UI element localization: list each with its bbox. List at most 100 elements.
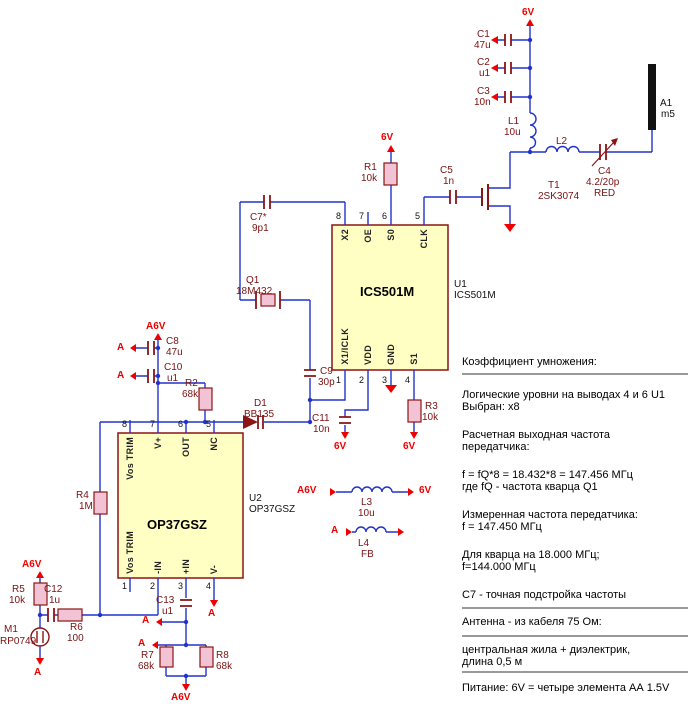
label-c9-ref: C9 xyxy=(320,366,333,377)
u2-pin6-label: OUT xyxy=(181,437,191,457)
label-r8-ref: R8 xyxy=(216,650,229,661)
note-line-13: Антенна - из кабеля 75 Ом: xyxy=(462,616,602,628)
arrow-a-u2pin4 xyxy=(210,600,218,607)
label-a1-val: m5 xyxy=(661,109,675,120)
arrow-a6v-bot xyxy=(182,684,190,691)
u1-pin5-number: 5 xyxy=(415,211,421,221)
resistor-r3 xyxy=(407,399,422,423)
label-c12-ref: C12 xyxy=(44,584,63,595)
resistors xyxy=(33,162,422,668)
note-line-14: центральная жила + диэлектрик, xyxy=(462,644,631,656)
label-u1-ref: U1 xyxy=(454,279,467,290)
ground-u1-gnd xyxy=(385,385,397,393)
label-l2-ref: L2 xyxy=(556,136,568,147)
note-line-1: Коэффициент умножения: xyxy=(462,356,597,368)
label-d1-ref: D1 xyxy=(254,398,267,409)
u1-pin8-label: X2 xyxy=(340,229,350,241)
label-r3-ref: R3 xyxy=(425,401,438,412)
label-m1-ref: M1 xyxy=(4,624,18,635)
label-c11-ref: C11 xyxy=(312,413,330,424)
label-c13-val: u1 xyxy=(162,606,174,617)
label-u2-ref: U2 xyxy=(249,493,262,504)
u2-pin5-label: NC xyxy=(209,437,219,451)
label-r1-val: 10k xyxy=(361,173,378,184)
u1-pin4-label: S1 xyxy=(409,353,419,365)
label-d1-val: BB135 xyxy=(244,409,275,420)
capacitors xyxy=(47,34,618,622)
label-r7-ref: R7 xyxy=(141,650,154,661)
arrow-6v-r3 xyxy=(410,432,418,439)
arrow-a6v-r5 xyxy=(36,571,44,578)
note-line-11: f=144.000 МГц xyxy=(462,561,536,573)
inductor-l2 xyxy=(545,145,580,153)
capacitor-c1 xyxy=(504,34,512,46)
capacitor-c12 xyxy=(47,608,55,622)
junction-dots xyxy=(37,37,533,679)
label-c13-ref: C13 xyxy=(156,595,175,606)
crystal-q1 xyxy=(255,291,281,309)
u1-pin3-label: GND xyxy=(386,344,396,365)
capacitor-c13 xyxy=(180,599,192,607)
u2-pin7-label: V+ xyxy=(153,437,163,449)
capacitor-c2 xyxy=(504,62,512,74)
label-c7-val: 9p1 xyxy=(252,223,269,234)
ground-c1 xyxy=(491,36,498,44)
label-c8-val: 47u xyxy=(166,347,183,358)
resistor-r6 xyxy=(57,608,83,622)
label-c8-ref: C8 xyxy=(166,336,179,347)
resistor-r4 xyxy=(93,491,108,515)
capacitor-c3 xyxy=(504,91,512,103)
u2-pin5-number: 5 xyxy=(206,419,212,429)
u2-pin3-label: +IN xyxy=(181,558,191,574)
label-r4-val: 1M xyxy=(79,501,93,512)
note-line-16: Питание: 6V = четыре элемента АА 1.5V xyxy=(462,682,670,694)
inductors xyxy=(351,112,580,533)
u2-pin8-label: Vos TRIM xyxy=(125,437,135,480)
arrow-a6v-rail xyxy=(154,333,162,340)
note-line-2: Логические уровни на выводах 4 и 6 U1 xyxy=(462,389,666,401)
label-r3-val: 10k xyxy=(422,412,439,423)
net-label-6v-r1: 6V xyxy=(381,132,394,143)
label-l1-ref: L1 xyxy=(508,116,520,127)
u2-pin1-number: 1 xyxy=(122,581,128,591)
label-c4-note: RED xyxy=(594,188,616,199)
net-label-a-c13: A xyxy=(142,615,150,626)
net-label-a6v-bot: A6V xyxy=(171,692,191,703)
label-l4-val: FB xyxy=(361,549,374,560)
label-c4-val: 4.2/20p xyxy=(586,177,620,188)
arrow-6v-c11 xyxy=(341,432,349,439)
resistor-r5 xyxy=(33,582,48,606)
label-l4-ref: L4 xyxy=(358,538,370,549)
label-l1-val: 10u xyxy=(504,127,521,138)
ground-c2 xyxy=(491,64,498,72)
label-c10-val: u1 xyxy=(167,373,179,384)
label-u2-name: OP37GSZ xyxy=(249,504,296,515)
label-c2-val: u1 xyxy=(479,68,491,79)
net-label-6v-l3: 6V xyxy=(419,485,432,496)
label-r5-ref: R5 xyxy=(12,584,25,595)
label-c12-val: 1u xyxy=(49,595,61,606)
u1-pin5-label: CLK xyxy=(419,229,429,249)
label-c9-val: 30p xyxy=(318,377,335,388)
ic-u2-box xyxy=(117,432,244,579)
net-label-a-u2pin4: A xyxy=(208,608,216,619)
capacitor-c5 xyxy=(449,190,457,204)
ground-t1 xyxy=(504,224,516,232)
inductor-l4 xyxy=(355,526,387,533)
label-c5-val: 1n xyxy=(443,176,455,187)
arrow-6v-l3 xyxy=(408,488,414,496)
u2-pin6-number: 6 xyxy=(178,419,184,429)
resistor-r1 xyxy=(383,162,398,186)
label-c1-ref: C1 xyxy=(477,29,490,40)
note-line-5: передатчика: xyxy=(462,441,530,453)
capacitor-c8 xyxy=(147,341,155,355)
label-r5-val: 10k xyxy=(9,595,26,606)
label-a1-ref: A1 xyxy=(660,98,673,109)
note-line-4: Расчетная выходная частота xyxy=(462,429,610,441)
net-label-6v-c11: 6V xyxy=(334,441,347,452)
u1-pin6-label: S0 xyxy=(386,229,396,241)
label-r7-val: 68k xyxy=(138,661,155,672)
net-label-6v-top: 6V xyxy=(522,7,535,18)
label-c10-ref: C10 xyxy=(164,362,183,373)
u1-pin1-number: 1 xyxy=(336,375,342,385)
